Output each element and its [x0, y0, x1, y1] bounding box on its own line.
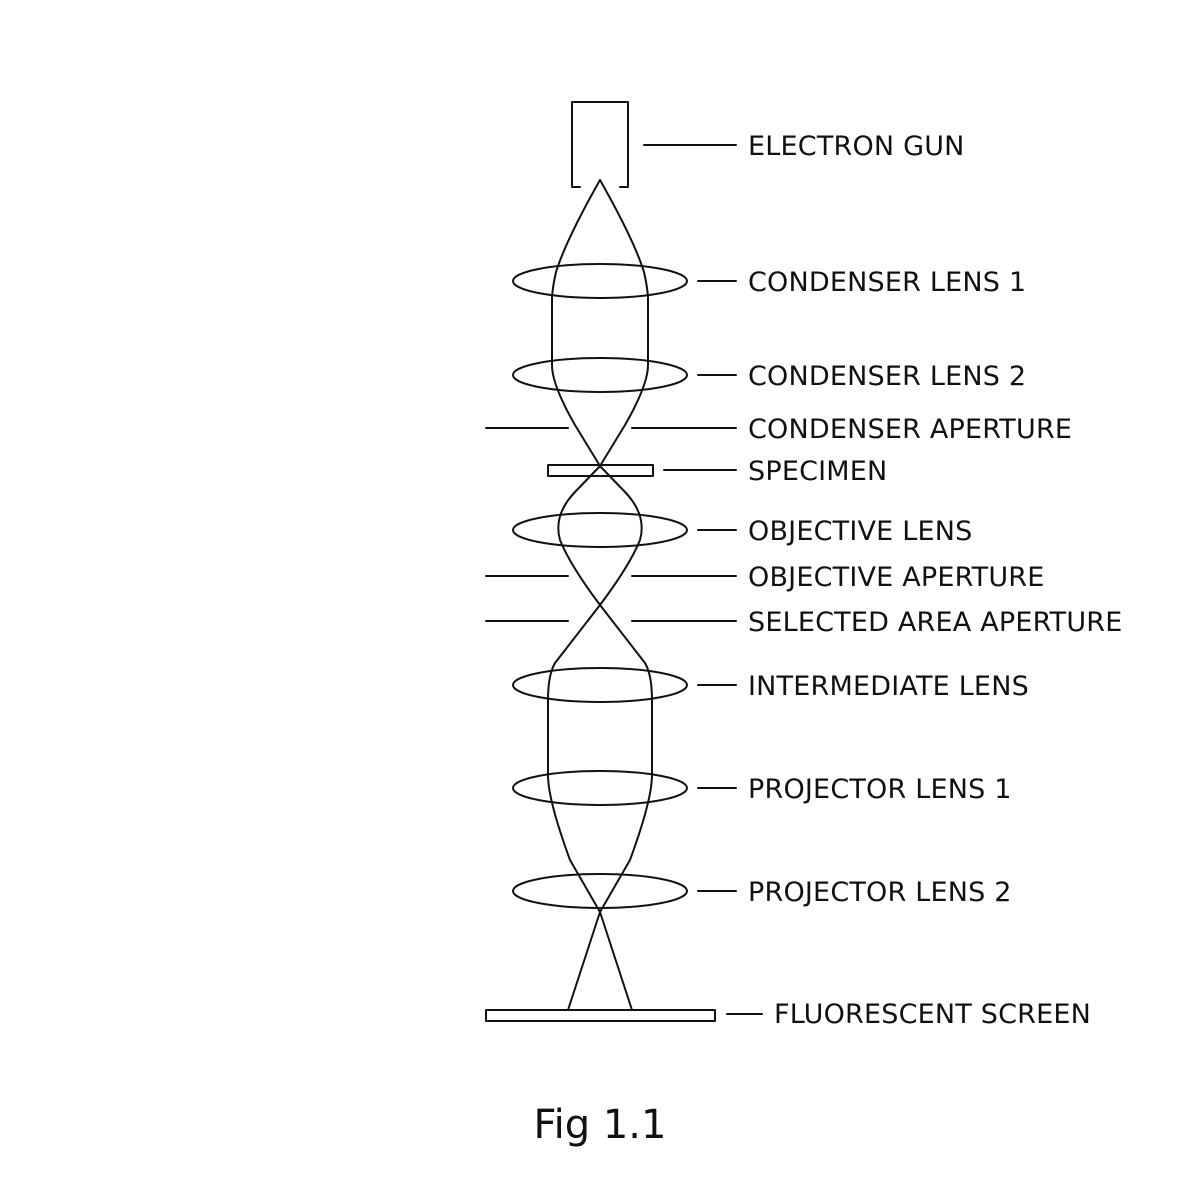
beam-ray-right — [599, 179, 653, 1011]
projector-lens-2 — [512, 873, 688, 909]
objective-lens — [512, 512, 688, 548]
specimen — [547, 464, 654, 477]
beam-ray-left — [547, 179, 601, 1011]
intermediate-lens — [512, 667, 688, 703]
label-projector-lens-1: PROJECTOR LENS 1 — [748, 774, 1012, 805]
leader-lines — [643, 144, 763, 1015]
label-condenser-lens-1: CONDENSER LENS 1 — [748, 267, 1026, 298]
label-specimen: SPECIMEN — [748, 456, 887, 487]
figure-caption: Fig 1.1 — [534, 1102, 667, 1148]
condenser-lens-2 — [512, 357, 688, 393]
condenser-lens-1 — [512, 263, 688, 299]
label-projector-lens-2: PROJECTOR LENS 2 — [748, 877, 1012, 908]
fluorescent-screen — [485, 1009, 716, 1022]
label-electron-gun: ELECTRON GUN — [748, 131, 965, 162]
label-intermediate-lens: INTERMEDIATE LENS — [748, 671, 1029, 702]
label-objective-lens: OBJECTIVE LENS — [748, 516, 972, 547]
label-fluorescent-screen: FLUORESCENT SCREEN — [774, 999, 1091, 1030]
label-condenser-aperture: CONDENSER APERTURE — [748, 414, 1072, 445]
label-objective-aperture: OBJECTIVE APERTURE — [748, 562, 1045, 593]
electron-gun — [571, 101, 629, 188]
projector-lens-1 — [512, 770, 688, 806]
label-selected-area-aperture: SELECTED AREA APERTURE — [748, 607, 1123, 638]
label-condenser-lens-2: CONDENSER LENS 2 — [748, 361, 1026, 392]
